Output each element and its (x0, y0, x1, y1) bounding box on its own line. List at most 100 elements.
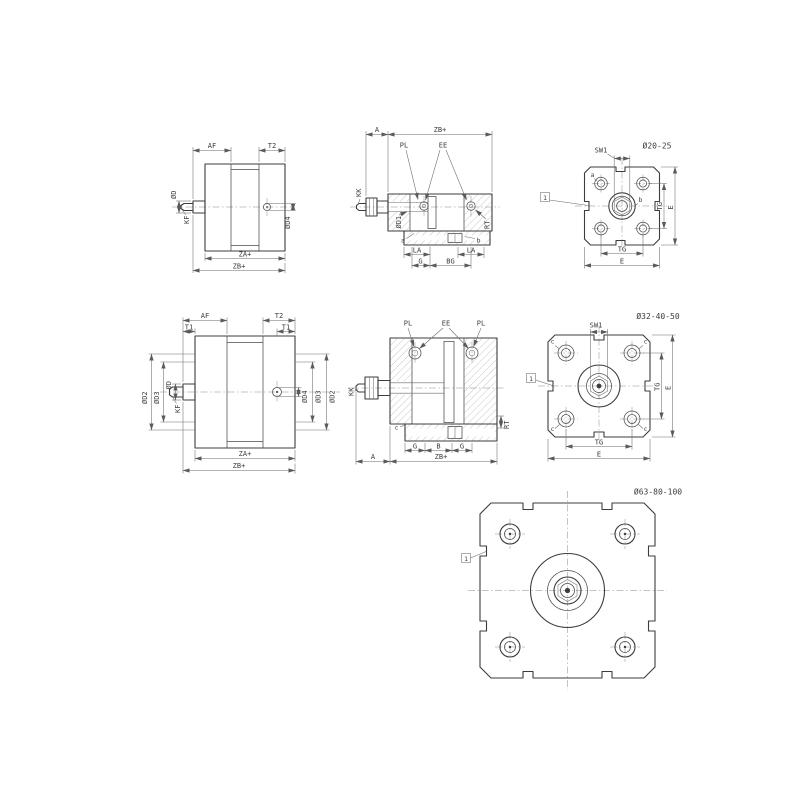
dim-label-t1-right: T1 (282, 324, 290, 332)
view-front-medium: 1 Ø32-40-50 SW1 TG E TG E c c c c (526, 311, 680, 462)
side-small-centerlines (172, 198, 294, 216)
ref-label-b: b (639, 197, 643, 204)
dim-label-pl-right: PL (477, 320, 485, 328)
front-medium-callout: 1 (526, 373, 536, 383)
dim-label-tg-bottom: TG (595, 439, 603, 447)
section-small-dimension-lines (358, 131, 493, 269)
callout-1: 1 (464, 556, 468, 563)
dim-label-tg-right: TG (656, 202, 664, 210)
dim-label-g-right: G (460, 443, 464, 451)
side-small-dimension-lines (176, 147, 296, 273)
ref-label-c-bl: c (551, 426, 555, 433)
dim-label-tg-right: TG (654, 383, 662, 391)
dim-label-af: AF (208, 142, 216, 150)
dim-label-pl: PL (400, 142, 408, 150)
side-medium-labels: AF T2 T1 T1 ØD2 ØD3 ØD KF ØD4 ØD3 ØD2 ZA… (141, 312, 337, 470)
view-section-medium: PL EE PL KK RT c G B G A ZB+ (348, 320, 512, 465)
dim-label-za: ZA+ (239, 251, 252, 259)
front-large-outline (479, 502, 656, 679)
front-small-labels: Ø20-25 SW1 TG E TG E a b (591, 141, 675, 266)
dim-label-d2-left: ØD2 (141, 391, 149, 404)
side-medium-dimension-lines (148, 317, 330, 474)
dim-label-d3-right: ØD3 (315, 390, 323, 403)
dim-label-kf: KF (183, 216, 191, 224)
dim-label-d3-left: ØD3 (153, 391, 161, 404)
dim-label-rt: RT (484, 220, 492, 229)
front-large-dimension-lines (470, 551, 487, 559)
dim-label-bg: BG (446, 258, 454, 266)
section-medium-outline (355, 337, 498, 442)
front-small-callout: 1 (540, 192, 550, 202)
ref-label-a: a (591, 172, 595, 179)
dim-label-pl-left: PL (404, 320, 412, 328)
dim-label-d1: ØD1 (395, 216, 403, 229)
dim-label-zb: ZB+ (435, 453, 448, 461)
dim-label-tg-bottom: TG (618, 246, 626, 254)
callout-1: 1 (543, 195, 547, 202)
dim-label-t2: T2 (275, 312, 283, 320)
front-medium-dimension-lines (535, 329, 676, 462)
ref-label-a: a (401, 238, 405, 245)
view-section-small: A ZB+ PL EE KK ØD1 RT a b LA LA G BG (350, 126, 500, 269)
dim-label-a: A (375, 126, 380, 134)
dim-label-af: AF (201, 312, 209, 320)
front-small-dimension-lines (549, 153, 678, 269)
dim-label-rt: RT (503, 420, 511, 429)
dim-label-t1-left: T1 (185, 324, 193, 332)
dim-label-kk: KK (355, 188, 363, 197)
size-title-large: Ø63-80-100 (634, 487, 682, 497)
dim-label-sw1: SW1 (590, 322, 603, 330)
dim-label-kf: KF (174, 405, 182, 413)
dim-label-e-right: E (667, 205, 675, 209)
side-small-outline (180, 163, 286, 252)
dim-label-g-left: G (413, 443, 417, 451)
dim-label-e-bottom: E (597, 451, 601, 459)
dim-label-zb: ZB+ (233, 462, 246, 470)
front-small-outline (583, 166, 661, 246)
view-front-small: 1 Ø20-25 SW1 TG E TG E a b (540, 141, 678, 269)
ref-label-b: b (477, 238, 481, 245)
dim-label-d2-right: ØD2 (329, 390, 337, 403)
dim-label-d: ØD (165, 381, 173, 389)
dim-label-d4: ØD4 (284, 216, 292, 229)
view-side-small: AF T2 ØD KF ØD4 ZA+ ZB+ (170, 142, 296, 273)
dim-label-la-right: LA (467, 247, 476, 255)
view-front-large: 1 Ø63-80-100 (461, 487, 682, 690)
ref-label-c: c (395, 425, 399, 432)
dim-label-g: G (418, 258, 422, 266)
section-medium-centerlines (348, 342, 505, 389)
dim-label-t2: T2 (268, 142, 276, 150)
callout-1: 1 (529, 376, 533, 383)
dim-label-b: B (436, 443, 440, 451)
dim-label-la-left: LA (413, 247, 422, 255)
size-title-medium: Ø32-40-50 (636, 311, 680, 321)
dim-label-d: ØD (170, 191, 178, 199)
section-medium-hatch (390, 338, 497, 441)
dim-label-a: A (371, 453, 376, 461)
dim-label-sw1: SW1 (595, 147, 608, 155)
section-medium-dimension-lines (354, 327, 504, 465)
section-small-labels: A ZB+ PL EE KK ØD1 RT a b LA LA G BG (355, 126, 492, 266)
front-large-labels: Ø63-80-100 (634, 487, 682, 497)
ref-label-c-tl: c (551, 339, 555, 346)
ref-label-c-tr: c (644, 339, 648, 346)
dim-label-kk: KK (348, 387, 356, 396)
dim-label-zb: ZB+ (233, 263, 246, 271)
front-large-callout: 1 (461, 553, 471, 563)
view-side-medium: AF T2 T1 T1 ØD2 ØD3 ØD KF ØD4 ØD3 ØD2 ZA… (141, 312, 340, 474)
dim-label-za: ZA+ (239, 450, 252, 458)
section-medium-labels: PL EE PL KK RT c G B G A ZB+ (348, 320, 512, 462)
dim-label-e-bottom: E (620, 258, 624, 266)
ref-label-c-br: c (644, 426, 648, 433)
dim-label-e-right: E (665, 386, 673, 390)
side-small-labels: AF T2 ØD KF ØD4 ZA+ ZB+ (170, 142, 292, 271)
section-small-outline (355, 193, 493, 246)
dim-label-d4: ØD4 (301, 390, 309, 403)
dim-label-ee: EE (439, 142, 447, 150)
dim-label-ee: EE (442, 320, 450, 328)
front-medium-labels: Ø32-40-50 SW1 TG E TG E c c c c (551, 311, 680, 459)
size-title-small: Ø20-25 (643, 141, 672, 151)
dim-label-zb: ZB+ (434, 126, 447, 134)
